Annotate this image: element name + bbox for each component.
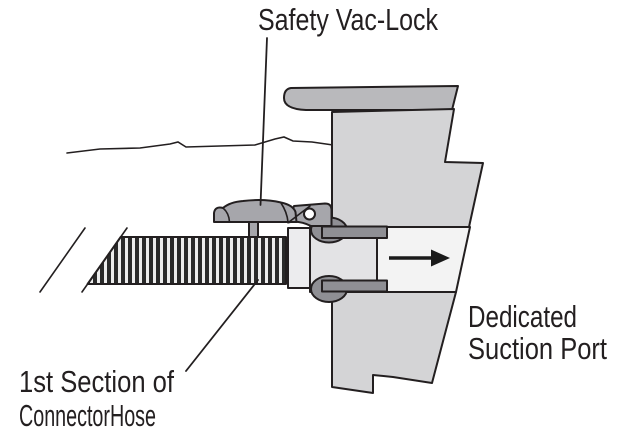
hose-collar [287,227,311,289]
vac-lock-fitting [287,216,388,303]
flange-bottom-band [321,279,388,293]
wall-upper [331,108,484,228]
hose-cut-line [81,227,128,293]
label-hose-line1: 1st Section of [19,364,174,399]
water-line [66,136,341,154]
handle-dome [213,199,298,223]
flange-top-band [321,225,388,239]
leader-line-hose [185,279,259,372]
hose-body [86,236,287,285]
wall-lower [331,291,457,394]
pivot-circle [303,207,316,221]
hose-break-mark [39,227,86,293]
label-safety-vac-lock: Safety Vac-Lock [258,2,438,37]
flow-arrow-icon [389,249,450,267]
leader-line-vac-lock [259,37,268,206]
connector-hose [39,227,287,293]
label-hose-line2: ConnectorHose [19,398,156,433]
handle-lobe-line [222,207,231,223]
handle-right-line [280,202,289,223]
label-port-line2: Suction Port [468,331,607,366]
label-port-line1: Dedicated [468,299,577,334]
flow-arrow-head [431,249,450,267]
handle-stem [248,220,259,239]
wall-coping [283,85,459,111]
